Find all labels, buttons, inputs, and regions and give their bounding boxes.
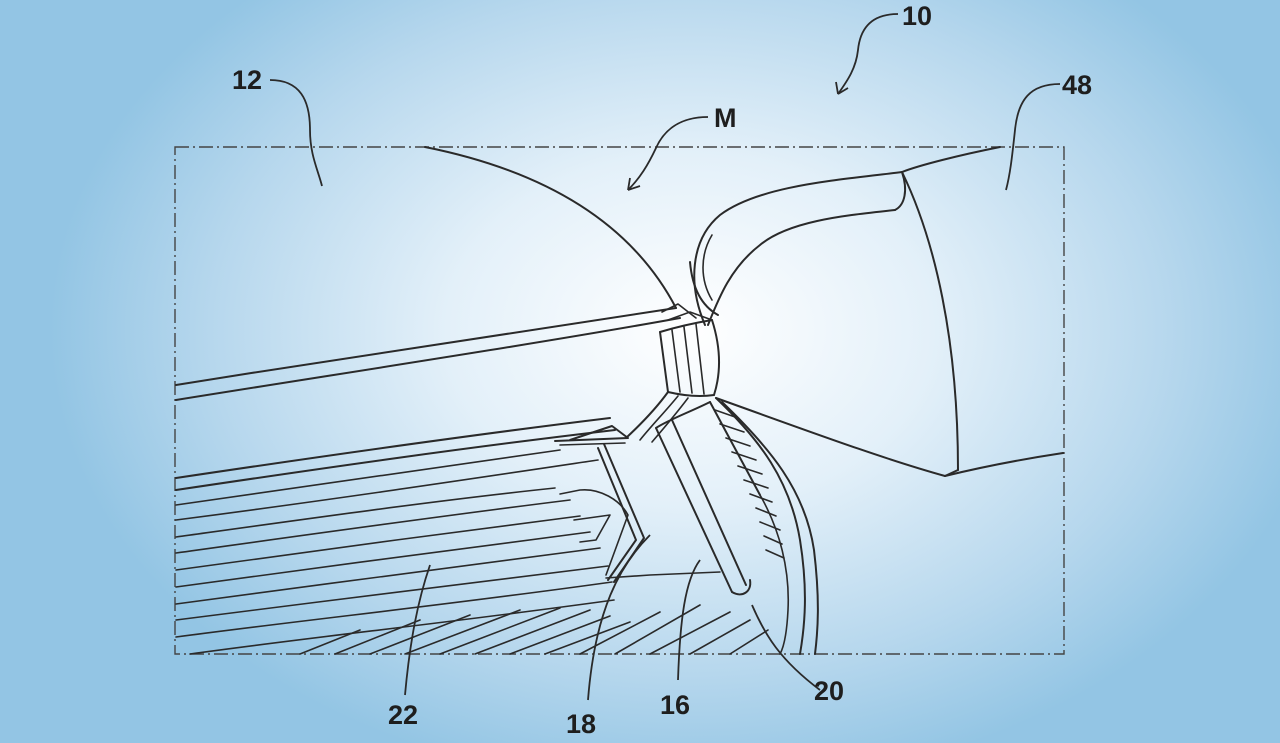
leader-48 xyxy=(1005,83,1061,191)
leader-10 xyxy=(837,13,899,95)
label-10: 10 xyxy=(902,1,932,31)
leader-16 xyxy=(677,559,701,681)
arrowhead-M xyxy=(627,177,641,191)
leader-12 xyxy=(269,79,323,187)
label-22: 22 xyxy=(388,700,418,730)
support-arm xyxy=(689,171,907,326)
leader-22 xyxy=(404,564,431,696)
label-12: 12 xyxy=(232,65,262,95)
pillar-outline xyxy=(715,146,1064,477)
hinge-assembly xyxy=(659,303,721,397)
strap xyxy=(554,391,689,446)
leader-20 xyxy=(751,604,821,691)
arrowhead-10 xyxy=(835,81,849,95)
leader-M xyxy=(627,116,709,191)
leader-18 xyxy=(587,534,651,701)
panel-outline xyxy=(175,146,681,401)
label-M: M xyxy=(714,103,737,133)
label-20: 20 xyxy=(814,676,844,706)
bracket-plate xyxy=(559,443,721,583)
label-48: 48 xyxy=(1062,70,1092,100)
label-16: 16 xyxy=(660,690,690,720)
tray-lines xyxy=(175,417,616,655)
bracket-curves xyxy=(715,397,819,655)
view-boundary-frame xyxy=(174,146,1065,655)
handle xyxy=(655,401,785,596)
lower-hatch xyxy=(299,604,769,655)
label-18: 18 xyxy=(566,709,596,739)
